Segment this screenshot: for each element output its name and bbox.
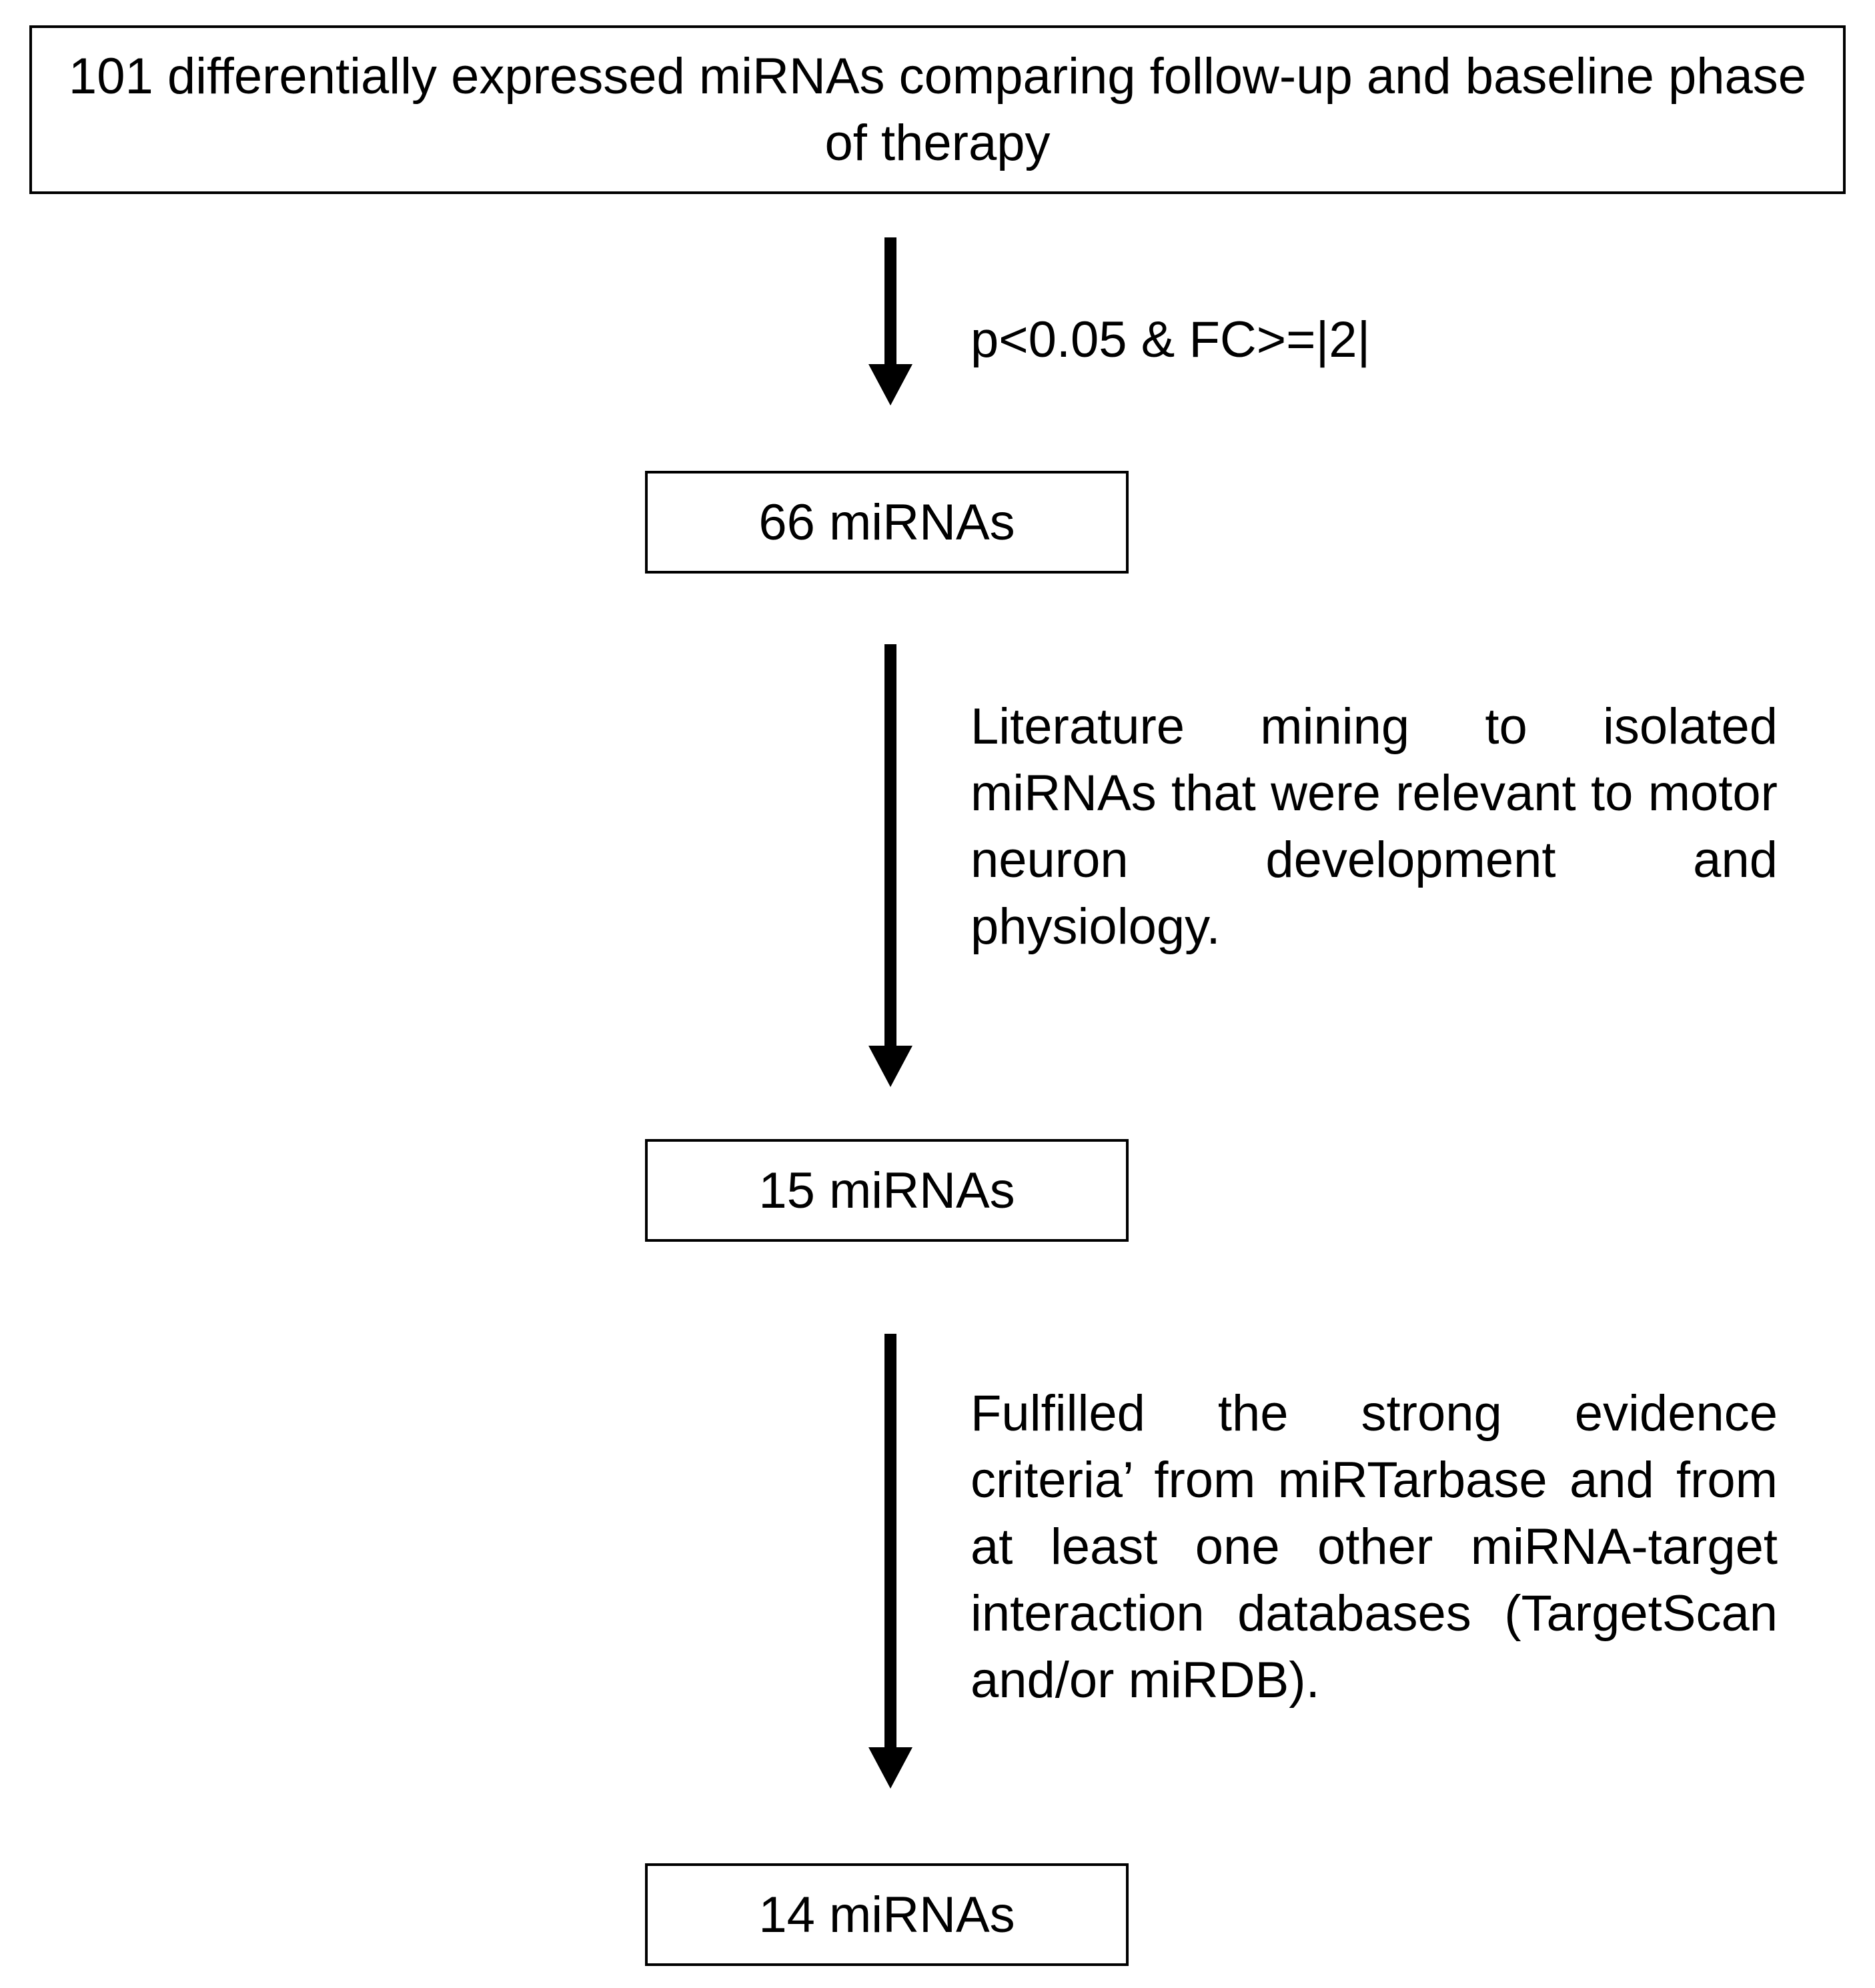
- result-box-label: 66 miRNAs: [758, 493, 1015, 551]
- result-box-label: 14 miRNAs: [758, 1886, 1015, 1943]
- filter-criterion-2: Literature mining to isolated miRNAs tha…: [971, 698, 1778, 955]
- start-box-label: 101 differentially expressed miRNAs comp…: [68, 47, 1807, 171]
- result-box-15: 15 miRNAs: [645, 1139, 1129, 1242]
- arrow-head: [868, 364, 912, 405]
- arrow-head: [868, 1747, 912, 1789]
- start-box: 101 differentially expressed miRNAs comp…: [29, 25, 1846, 194]
- result-box-label: 15 miRNAs: [758, 1162, 1015, 1219]
- down-arrow-1: [868, 237, 912, 405]
- down-arrow-3: [868, 1334, 912, 1789]
- filter-criterion-1: p<0.05 & FC>=|2|: [971, 311, 1371, 368]
- filter-criterion-3: Fulfilled the strong evidence criteria’ …: [971, 1385, 1778, 1709]
- arrow-shaft: [884, 1334, 896, 1750]
- arrow-shaft: [884, 237, 896, 368]
- arrow-shaft: [884, 644, 896, 1048]
- result-box-14: 14 miRNAs: [645, 1863, 1129, 1966]
- down-arrow-2: [868, 644, 912, 1087]
- arrow-head: [868, 1046, 912, 1087]
- result-box-66: 66 miRNAs: [645, 471, 1129, 574]
